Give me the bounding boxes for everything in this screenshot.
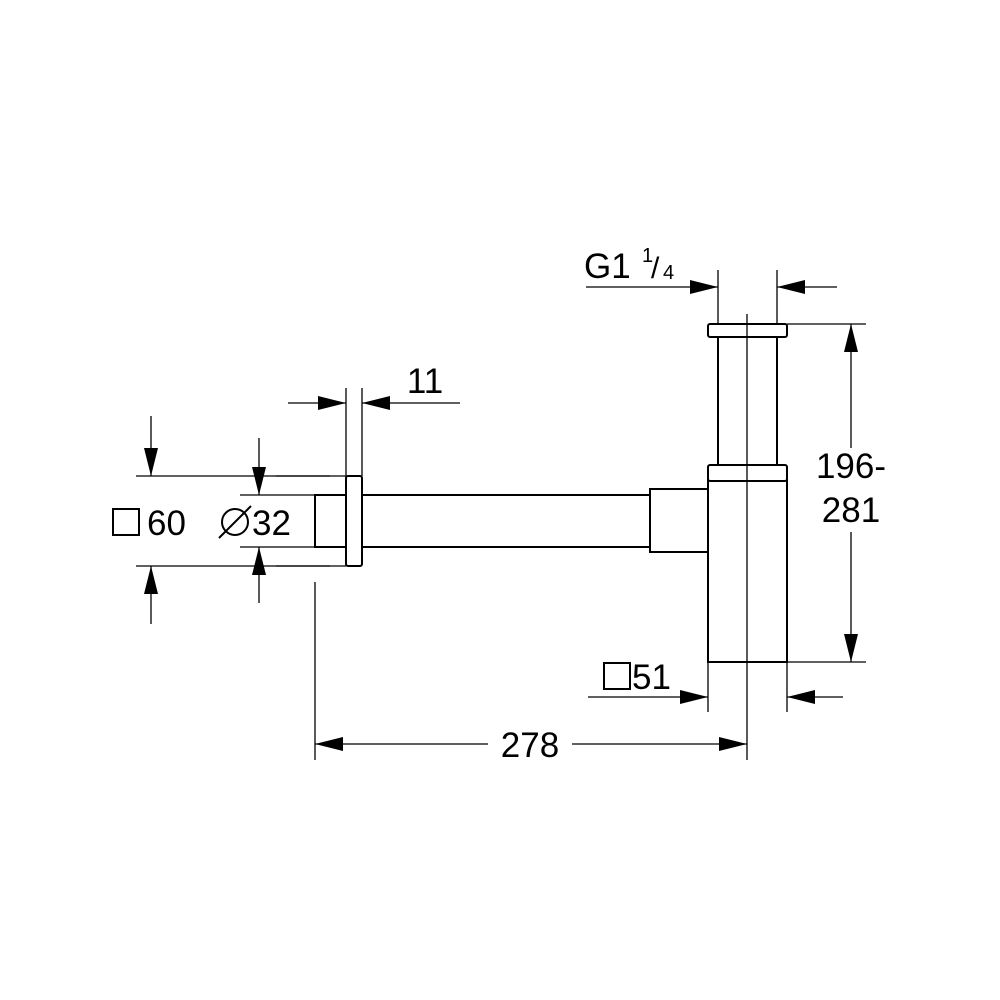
arrow-left bbox=[362, 396, 390, 410]
thread-fraction-slash: / bbox=[651, 252, 660, 285]
wall-rosette bbox=[345, 475, 363, 567]
dimension-label-11: 11 bbox=[407, 362, 443, 401]
dimension-diameter-32: 32 bbox=[218, 438, 330, 603]
arrow-down bbox=[844, 634, 858, 662]
arrow-up bbox=[144, 566, 158, 594]
dimension-label-60: 60 bbox=[147, 504, 186, 543]
outlet-pipe bbox=[361, 494, 651, 548]
siphon-assembly bbox=[314, 314, 788, 760]
diameter-symbol-icon bbox=[218, 505, 252, 539]
dimension-label-32: 32 bbox=[252, 504, 291, 543]
arrow-down bbox=[252, 467, 266, 495]
dimension-label-278: 278 bbox=[501, 726, 559, 765]
arrow-right bbox=[318, 396, 346, 410]
square-symbol-icon bbox=[603, 662, 631, 690]
dimension-label-51: 51 bbox=[632, 658, 671, 697]
dimension-height-range: 196- 281 bbox=[787, 323, 886, 663]
dimension-11: 11 bbox=[288, 362, 460, 476]
thread-label-main: G1 bbox=[584, 247, 631, 286]
pipe-sleeve bbox=[649, 488, 709, 553]
thread-fraction-numerator: 1 bbox=[642, 245, 653, 267]
dimension-label-196: 196- bbox=[816, 447, 886, 486]
arrow-up bbox=[252, 547, 266, 575]
dimension-square-51: 51 bbox=[588, 658, 843, 712]
arrow-down bbox=[144, 448, 158, 476]
arrow-right bbox=[690, 280, 718, 294]
dimension-278: 278 bbox=[314, 582, 747, 765]
dimension-thread: G1 1 / 4 bbox=[584, 245, 837, 324]
arrow-up bbox=[844, 324, 858, 352]
thread-fraction-denominator: 4 bbox=[663, 262, 674, 284]
arrow-left bbox=[787, 690, 815, 704]
arrow-right bbox=[719, 737, 747, 751]
dimension-square-60: 60 bbox=[112, 416, 346, 624]
arrow-right bbox=[680, 690, 708, 704]
square-symbol-icon bbox=[112, 508, 140, 536]
arrow-left bbox=[777, 280, 805, 294]
arrow-left bbox=[315, 737, 343, 751]
dimension-label-281: 281 bbox=[822, 491, 880, 530]
wall-stub bbox=[314, 494, 347, 548]
